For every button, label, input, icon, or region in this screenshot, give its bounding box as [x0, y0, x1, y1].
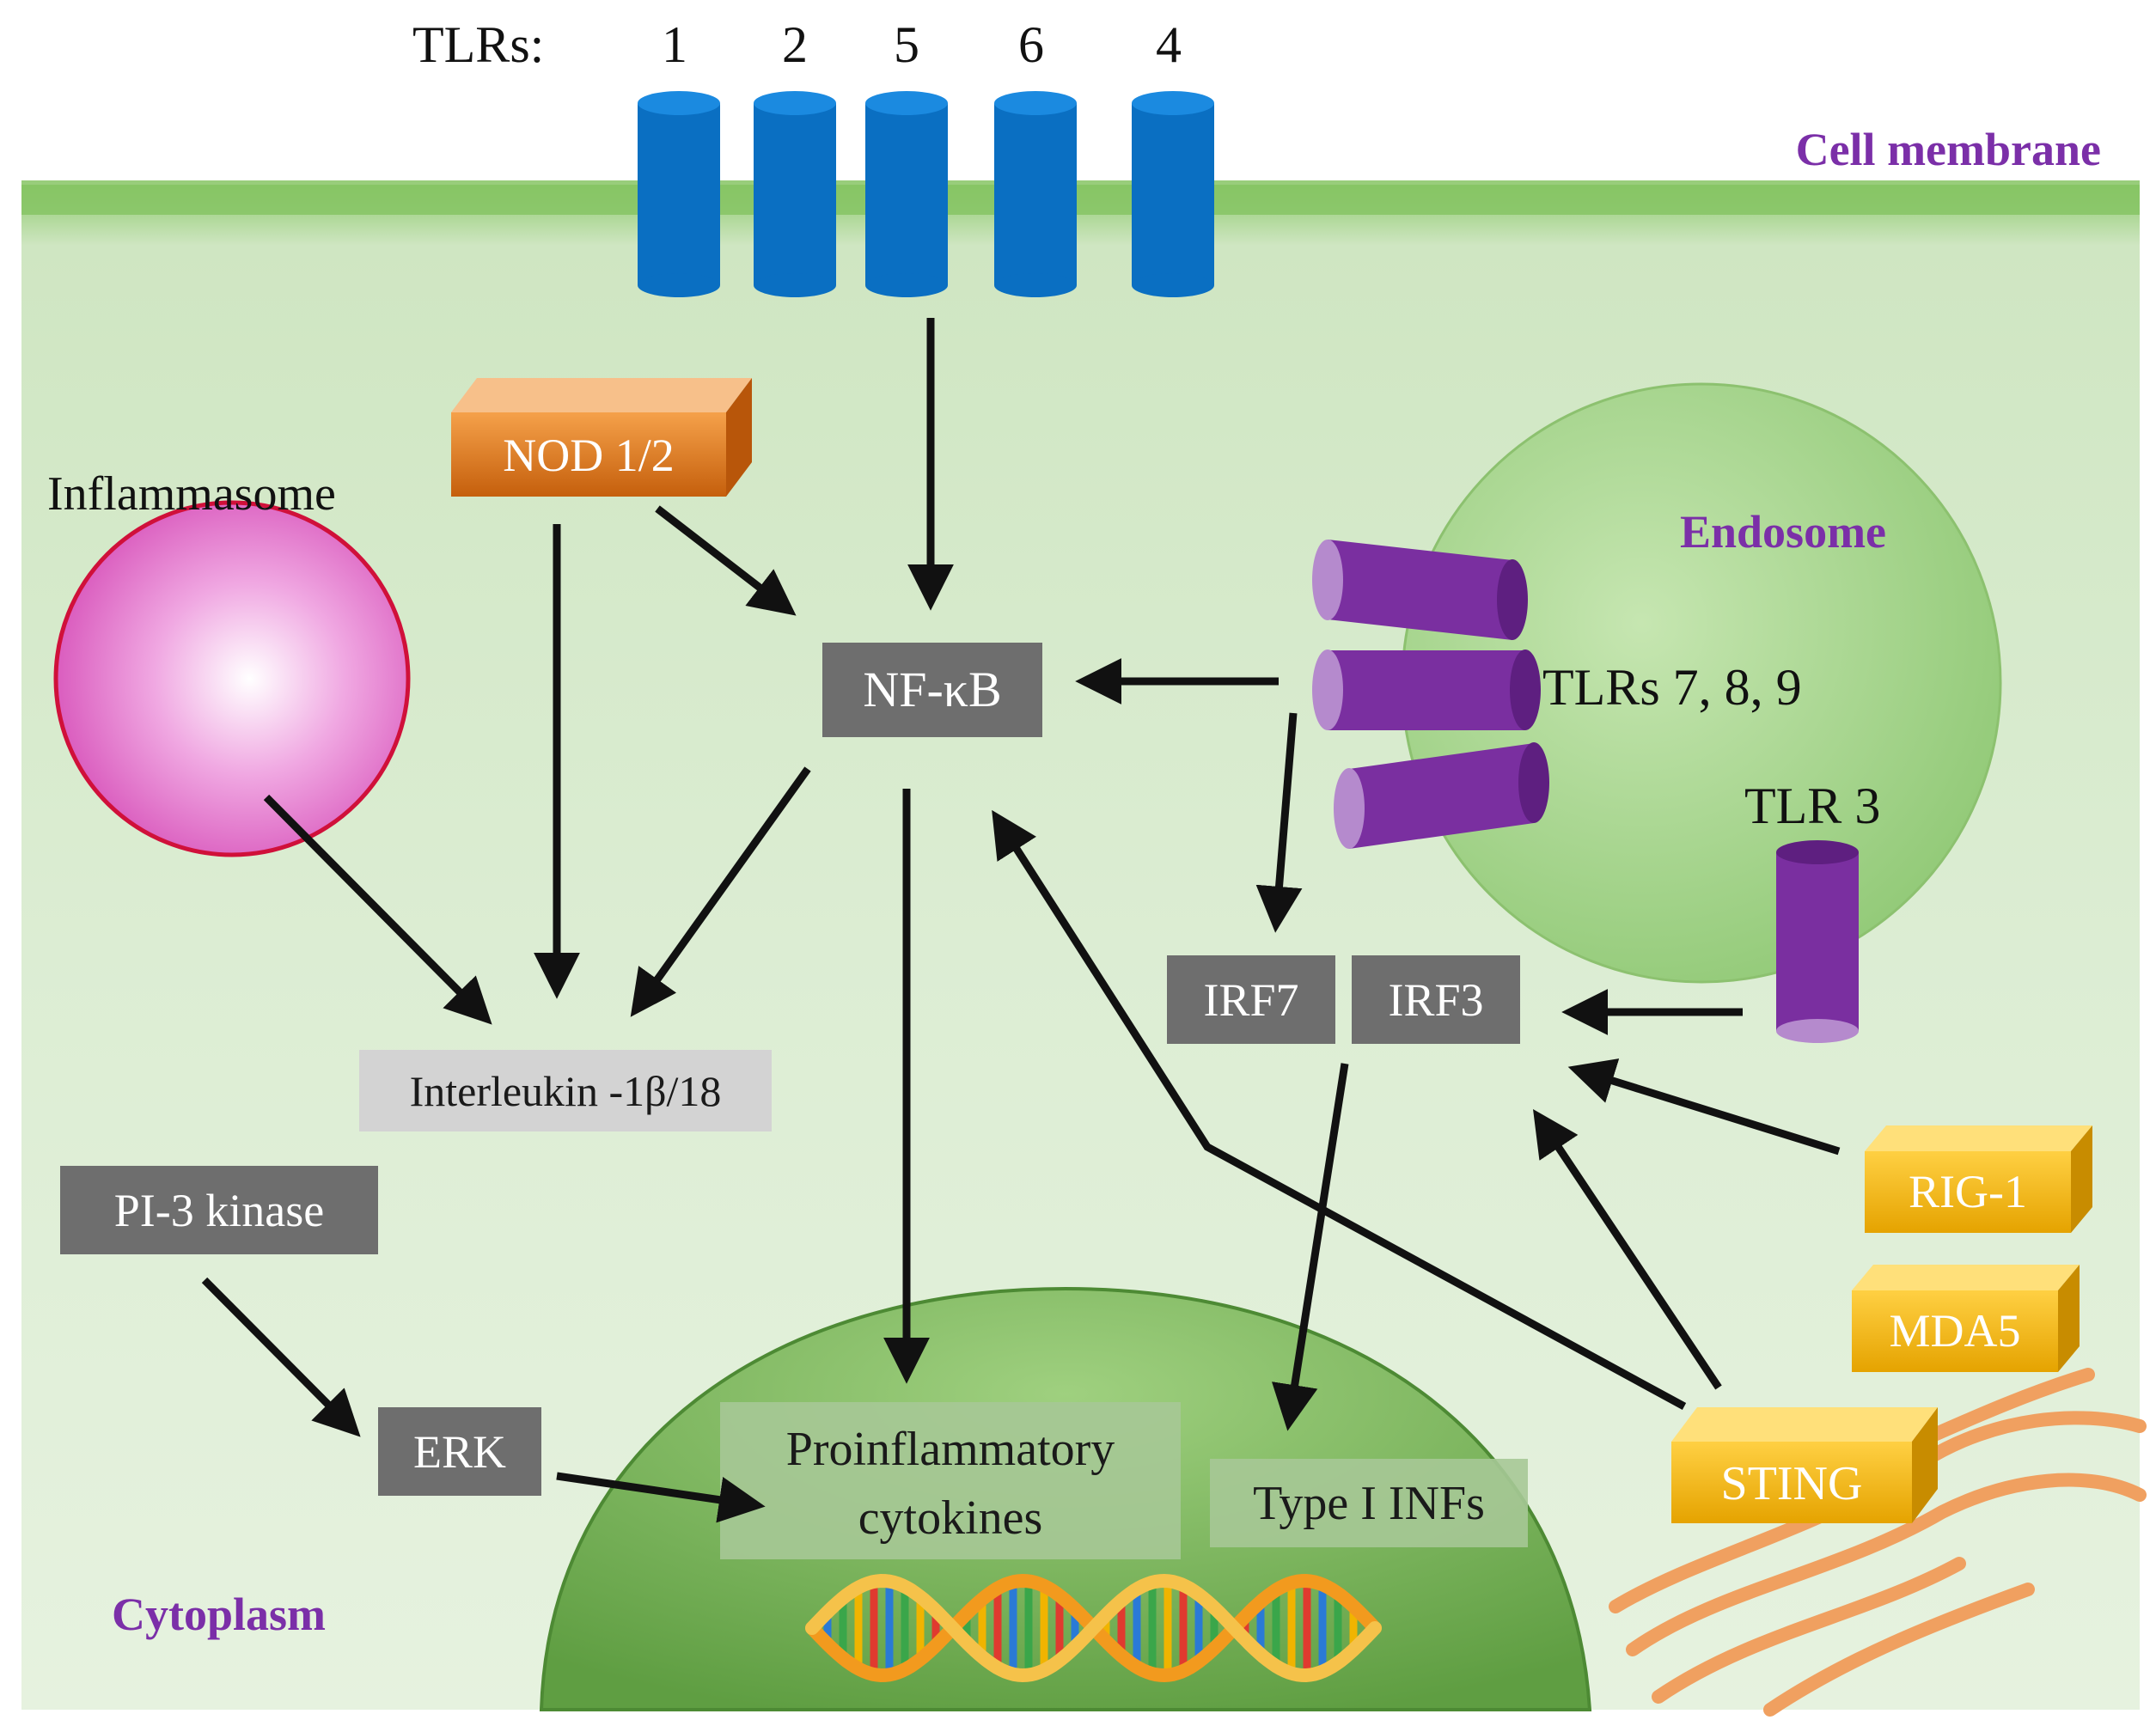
arrow-endosomal-tlrs-to-irf7: [1255, 712, 1303, 933]
mda5-label: MDA5: [1889, 1305, 2020, 1357]
pi3k-label: PI-3 kinase: [114, 1185, 324, 1236]
cytoplasm-label: Cytoplasm: [112, 1589, 326, 1640]
nod-label: NOD 1/2: [503, 430, 675, 481]
arrow-pi3k-to-erk: [201, 1277, 361, 1437]
cell-membrane-band: [21, 180, 2140, 215]
sting-label: STING: [1721, 1457, 1863, 1510]
tlr-number-1: 1: [662, 16, 687, 73]
rig1-node: RIG-1: [1865, 1125, 2092, 1233]
irf3-box: [1352, 955, 1520, 1044]
proinflammatory-label-line1: Proinflammatory: [786, 1423, 1115, 1476]
inflammasome-shape: [53, 500, 411, 857]
membrane-tlr-receptors: [638, 91, 1214, 297]
tlrs-prefix-label: TLRs:: [412, 16, 544, 73]
membrane-tlr-4: [1132, 91, 1214, 297]
mda5-node: MDA5: [1852, 1265, 2080, 1372]
nod-node: NOD 1/2: [451, 378, 752, 497]
rig1-label: RIG-1: [1909, 1166, 2027, 1217]
arrow-inflammasome-to-interleukin: [263, 794, 492, 1025]
arrow-nod-to-nfkb: [655, 505, 797, 616]
interleukin-box: [359, 1050, 772, 1131]
endosomal-tlr-receptors: [1312, 540, 1549, 849]
type1-ifn-box: [1210, 1459, 1528, 1547]
membrane-tlr-6: [994, 91, 1077, 297]
tlr-number-6: 6: [1018, 16, 1044, 73]
nfkb-label: NF-κB: [863, 662, 1001, 717]
arrow-erk-to-proinflammatory: [556, 1472, 766, 1523]
tlr3-receptor: [1776, 840, 1859, 1043]
tlr-number-5: 5: [894, 16, 919, 73]
arrow-sting-to-irf3: [1533, 1109, 1722, 1390]
tlr3-label: TLR 3: [1744, 778, 1880, 834]
membrane-tlr-5: [865, 91, 948, 297]
irf3-label: IRF3: [1388, 974, 1483, 1026]
interleukin-label: Interleukin -1β/18: [410, 1067, 722, 1115]
arrows: [201, 318, 1841, 1523]
tlr-number-2: 2: [782, 16, 808, 73]
dna-helix: [805, 1573, 1382, 1683]
type1-ifn-label: Type I INFs: [1253, 1477, 1485, 1530]
inflammasome-label: Inflammasome: [47, 467, 336, 521]
nfkb-box: [822, 643, 1042, 737]
endosomal-tlrs-label: TLRs 7, 8, 9: [1542, 659, 1802, 716]
erk-box: [378, 1407, 541, 1496]
cell-membrane-label: Cell membrane: [1796, 124, 2101, 175]
irf7-box: [1167, 955, 1335, 1044]
arrow-sting-to-nfkb: [992, 809, 1687, 1410]
proinflammatory-label-line2: cytokines: [858, 1491, 1043, 1545]
erk-label: ERK: [413, 1426, 506, 1478]
pi3k-box: [60, 1166, 378, 1254]
membrane-tlr-2: [754, 91, 836, 297]
sting-node: STING: [1671, 1407, 1938, 1523]
arrow-rig1-to-irf3: [1567, 1058, 1841, 1156]
membrane-tlr-1: [638, 91, 720, 297]
tlr-number-4: 4: [1156, 16, 1182, 73]
dna-strand: [805, 1573, 1382, 1683]
irf7-label: IRF7: [1203, 974, 1298, 1026]
arrow-irf-to-type1-ifn: [1271, 1063, 1349, 1431]
arrow-nfkb-to-interleukin: [630, 766, 811, 1017]
endosome-label: Endosome: [1680, 506, 1886, 558]
proinflammatory-box: [720, 1402, 1181, 1559]
